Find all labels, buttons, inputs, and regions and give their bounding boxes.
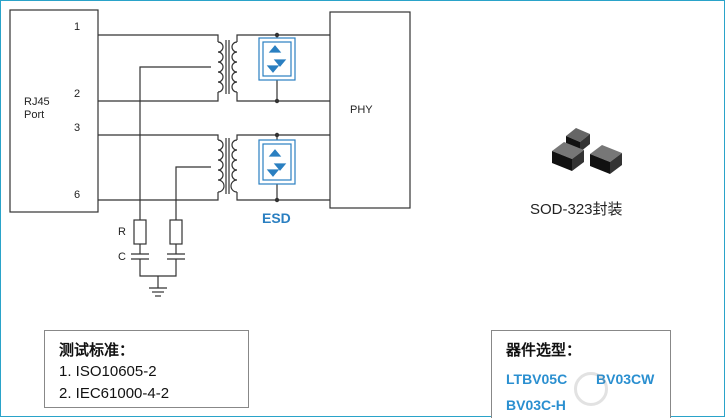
part-number: BV03CW [596,371,655,387]
wire-pin6 [98,192,219,201]
phy-label: PHY [350,104,373,116]
wire-phy-top-1 [236,34,330,42]
standard-item: 2. IEC61000-4-2 [59,385,170,402]
package-caption: SOD-323封装 [530,201,623,218]
watermark [562,362,727,418]
transformer-lower [217,138,238,194]
part-number: BV03C-H [506,397,566,413]
esd-device-lower [258,135,296,200]
resistor-label: R [118,226,126,238]
wire-pin3 [98,134,219,140]
wire-phy-bot-2 [236,192,330,201]
standard-item: 1. ISO10605-2 [59,363,157,380]
transformer-upper [217,40,238,94]
resistor-left [133,219,147,245]
resistor-right [169,219,183,245]
wire-phy-top-2 [236,92,330,102]
rj45-label-text: RJ45 Port [24,96,50,121]
center-tap-upper [139,66,211,220]
sod323-package-image [552,128,622,174]
device-selection-title: 器件选型： [506,342,582,359]
wire-pin2 [98,92,219,102]
pin-label-2: 2 [74,88,81,100]
wire-phy-bot-1 [236,134,330,140]
pin-label-6: 6 [74,189,81,201]
capacitor-label: C [118,251,126,263]
part-number: LTBV05C [506,371,568,387]
esd-label: ESD [262,210,291,226]
phy-block [329,11,411,209]
test-standards-title: 测试标准： [59,342,135,359]
center-tap-lower [175,166,211,220]
esd-device-upper [258,35,296,101]
rj45-port-block [9,9,99,213]
test-standards-box: 测试标准： 1. ISO10605-2 2. IEC61000-4-2 [44,330,249,408]
rj45-port-label: RJ45 Port [24,96,50,122]
pin-label-1: 1 [74,21,81,33]
watermark-logo-icon [574,372,608,406]
wire-pin1 [98,34,219,42]
pin-label-3: 3 [74,122,81,134]
